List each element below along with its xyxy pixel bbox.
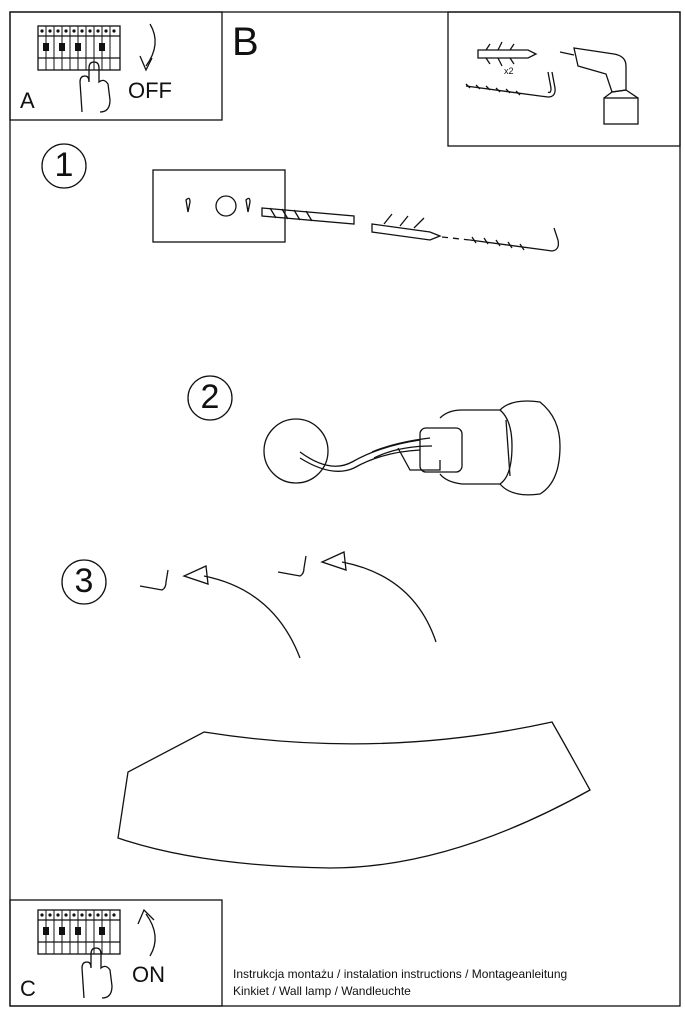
drill-icon (559, 47, 639, 125)
step-1-badge (41, 143, 87, 189)
panel-a-letter: A (20, 88, 35, 113)
step-2-number: 2 (200, 378, 220, 416)
panel-a-frame (9, 11, 223, 121)
step-1-number: 1 (54, 146, 74, 184)
lamp-shade-icon (117, 721, 591, 869)
drill-bit-icon (261, 207, 355, 225)
panel-b-letter: B (232, 20, 259, 64)
footer-title: Instrukcja montażu / instalation instruc… (233, 967, 568, 981)
step-2-badge (187, 375, 233, 421)
wiring-diagram-icon (263, 400, 561, 496)
arrow-left-icon (182, 565, 301, 659)
footer-product: Kinkiet / Wall lamp / Wandleuchte (233, 984, 411, 998)
breaker-panel-off-icon (37, 23, 156, 113)
plug-quantity-label: x2 (504, 66, 514, 76)
hook-screw-step-icon (469, 227, 560, 252)
breaker-panel-on-icon (37, 908, 156, 999)
power-off-label: OFF (128, 78, 172, 103)
step-3-number: 3 (74, 562, 94, 600)
panel-c-frame (9, 899, 223, 1007)
outer-frame (9, 11, 681, 1007)
step-3-badge (61, 559, 107, 605)
mounting-plate-icon (152, 169, 286, 243)
hook-right-icon (277, 555, 307, 577)
panel-b-frame (447, 11, 681, 147)
panel-c-letter: C (20, 976, 36, 1001)
wall-plug-step-icon (371, 213, 442, 241)
wall-plug-icon (477, 41, 538, 67)
hook-left-icon (139, 569, 169, 591)
power-on-label: ON (132, 962, 165, 987)
arrow-right-icon (320, 551, 437, 643)
hook-screw-icon (465, 71, 556, 98)
